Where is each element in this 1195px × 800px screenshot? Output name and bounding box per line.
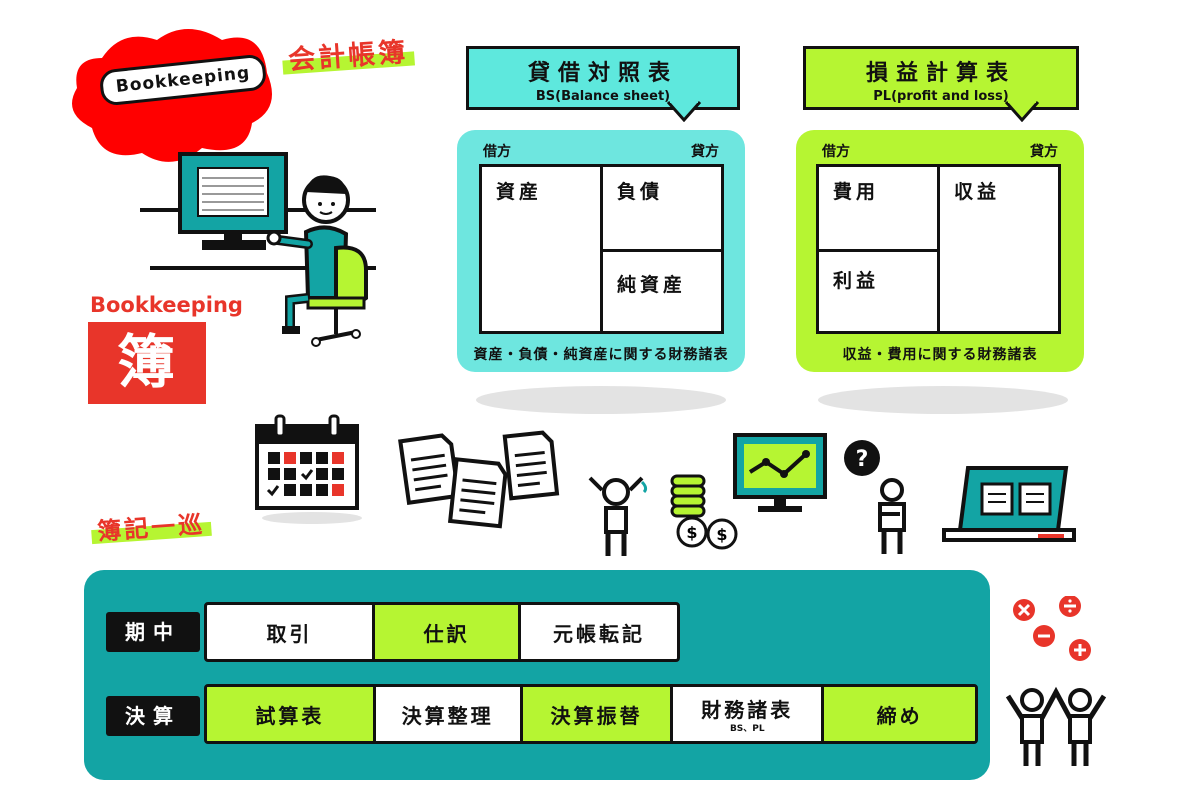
stressed-person-icon bbox=[588, 476, 648, 556]
bs-credit-label: 貸方 bbox=[691, 144, 719, 160]
step-ledger-posting: 元帳転記 bbox=[553, 621, 646, 646]
step-closing-transfer: 決算振替 bbox=[522, 687, 674, 741]
accounting-books-title: 会計帳簿 bbox=[287, 30, 409, 77]
bs-shadow bbox=[476, 386, 726, 414]
bookkeeping-cycle-panel: 期中 取引 仕訳 元帳転記 決算 試算表 決算整理 決算振替 財務諸表 BS、P… bbox=[84, 570, 990, 780]
bs-assets-cell: 資産 bbox=[479, 164, 603, 334]
profit-loss-header: 損益計算表 PL(profit and loss) bbox=[803, 46, 1079, 110]
pl-caption: 収益・費用に関する財務諸表 bbox=[842, 347, 1038, 363]
pl-revenue-label: 収益 bbox=[954, 181, 1001, 203]
profit-loss-title: 損益計算表 bbox=[865, 61, 1016, 86]
step-closing-transfer-label: 決算振替 bbox=[550, 703, 643, 728]
balance-sheet-panel: 借方 貸方 資産 負債 純資産 資産・負債・純資産に関する財務諸表 bbox=[457, 130, 745, 372]
step-trial-balance: 試算表 bbox=[207, 687, 376, 741]
laptop-icon bbox=[942, 466, 1076, 542]
balance-sheet-speech-tail bbox=[666, 100, 702, 122]
bs-caption: 資産・負債・純資産に関する財務諸表 bbox=[473, 347, 729, 363]
step-journal-entry: 仕訳 bbox=[374, 605, 522, 659]
coins-icon: $ $ bbox=[670, 474, 738, 550]
calendar-shadow bbox=[262, 512, 362, 524]
person-at-computer-illustration bbox=[140, 152, 376, 347]
pl-profit-label: 利益 bbox=[833, 270, 880, 292]
profit-loss-speech-tail bbox=[1004, 100, 1040, 122]
bs-assets-label: 資産 bbox=[496, 181, 543, 203]
profit-loss-subtitle: PL(profit and loss) bbox=[873, 89, 1009, 104]
pl-expenses-label: 費用 bbox=[833, 181, 880, 203]
bs-debit-label: 借方 bbox=[483, 144, 511, 160]
profit-loss-panel: 借方 貸方 費用 利益 収益 収益・費用に関する財務諸表 bbox=[796, 130, 1084, 372]
svg-text:$: $ bbox=[686, 523, 697, 542]
bookkeeping-english-label: Bookkeeping bbox=[90, 293, 243, 317]
chart-monitor-icon bbox=[733, 433, 827, 512]
bs-net-assets-cell: 純資産 bbox=[600, 249, 724, 334]
period-label: 期中 bbox=[106, 612, 200, 652]
pl-expenses-cell: 費用 bbox=[816, 164, 940, 252]
bs-net-assets-label: 純資産 bbox=[617, 274, 687, 296]
bookkeeping-japanese-badge: 簿記 bbox=[88, 322, 206, 476]
pl-profit-cell: 利益 bbox=[816, 249, 940, 334]
step-financial-statements-label: 財務諸表 bbox=[701, 698, 794, 722]
balance-sheet-title: 貸借対照表 bbox=[527, 61, 678, 86]
bookkeeping-cycle-title: 簿記一巡 bbox=[96, 504, 206, 546]
calendar-icon bbox=[255, 414, 359, 510]
pl-shadow bbox=[818, 386, 1068, 414]
bs-liabilities-label: 負債 bbox=[617, 181, 664, 203]
closing-steps-track: 試算表 決算整理 決算振替 財務諸表 BS、PL 締め bbox=[204, 684, 978, 744]
math-operators-icon bbox=[1013, 596, 1091, 661]
svg-text:$: $ bbox=[716, 525, 727, 544]
question-person-icon: ? bbox=[844, 440, 906, 554]
step-close: 締め bbox=[824, 687, 975, 741]
balance-sheet-header: 貸借対照表 BS(Balance sheet) bbox=[466, 46, 740, 110]
celebrating-people-icon bbox=[1005, 686, 1107, 766]
pl-debit-label: 借方 bbox=[822, 144, 850, 160]
step-financial-statements: 財務諸表 BS、PL bbox=[673, 687, 825, 741]
step-transaction: 取引 bbox=[207, 605, 375, 659]
pl-revenue-cell: 収益 bbox=[937, 164, 1061, 334]
step-closing-adjustment: 決算整理 bbox=[376, 687, 523, 741]
period-steps-track: 取引 仕訳 元帳転記 bbox=[204, 602, 680, 662]
balance-sheet-subtitle: BS(Balance sheet) bbox=[535, 89, 671, 104]
closing-label: 決算 bbox=[106, 696, 200, 736]
pl-credit-label: 貸方 bbox=[1030, 144, 1058, 160]
bs-liabilities-cell: 負債 bbox=[600, 164, 724, 252]
step-financial-statements-sub: BS、PL bbox=[729, 724, 765, 734]
documents-icon bbox=[398, 430, 560, 529]
svg-text:?: ? bbox=[856, 447, 869, 472]
